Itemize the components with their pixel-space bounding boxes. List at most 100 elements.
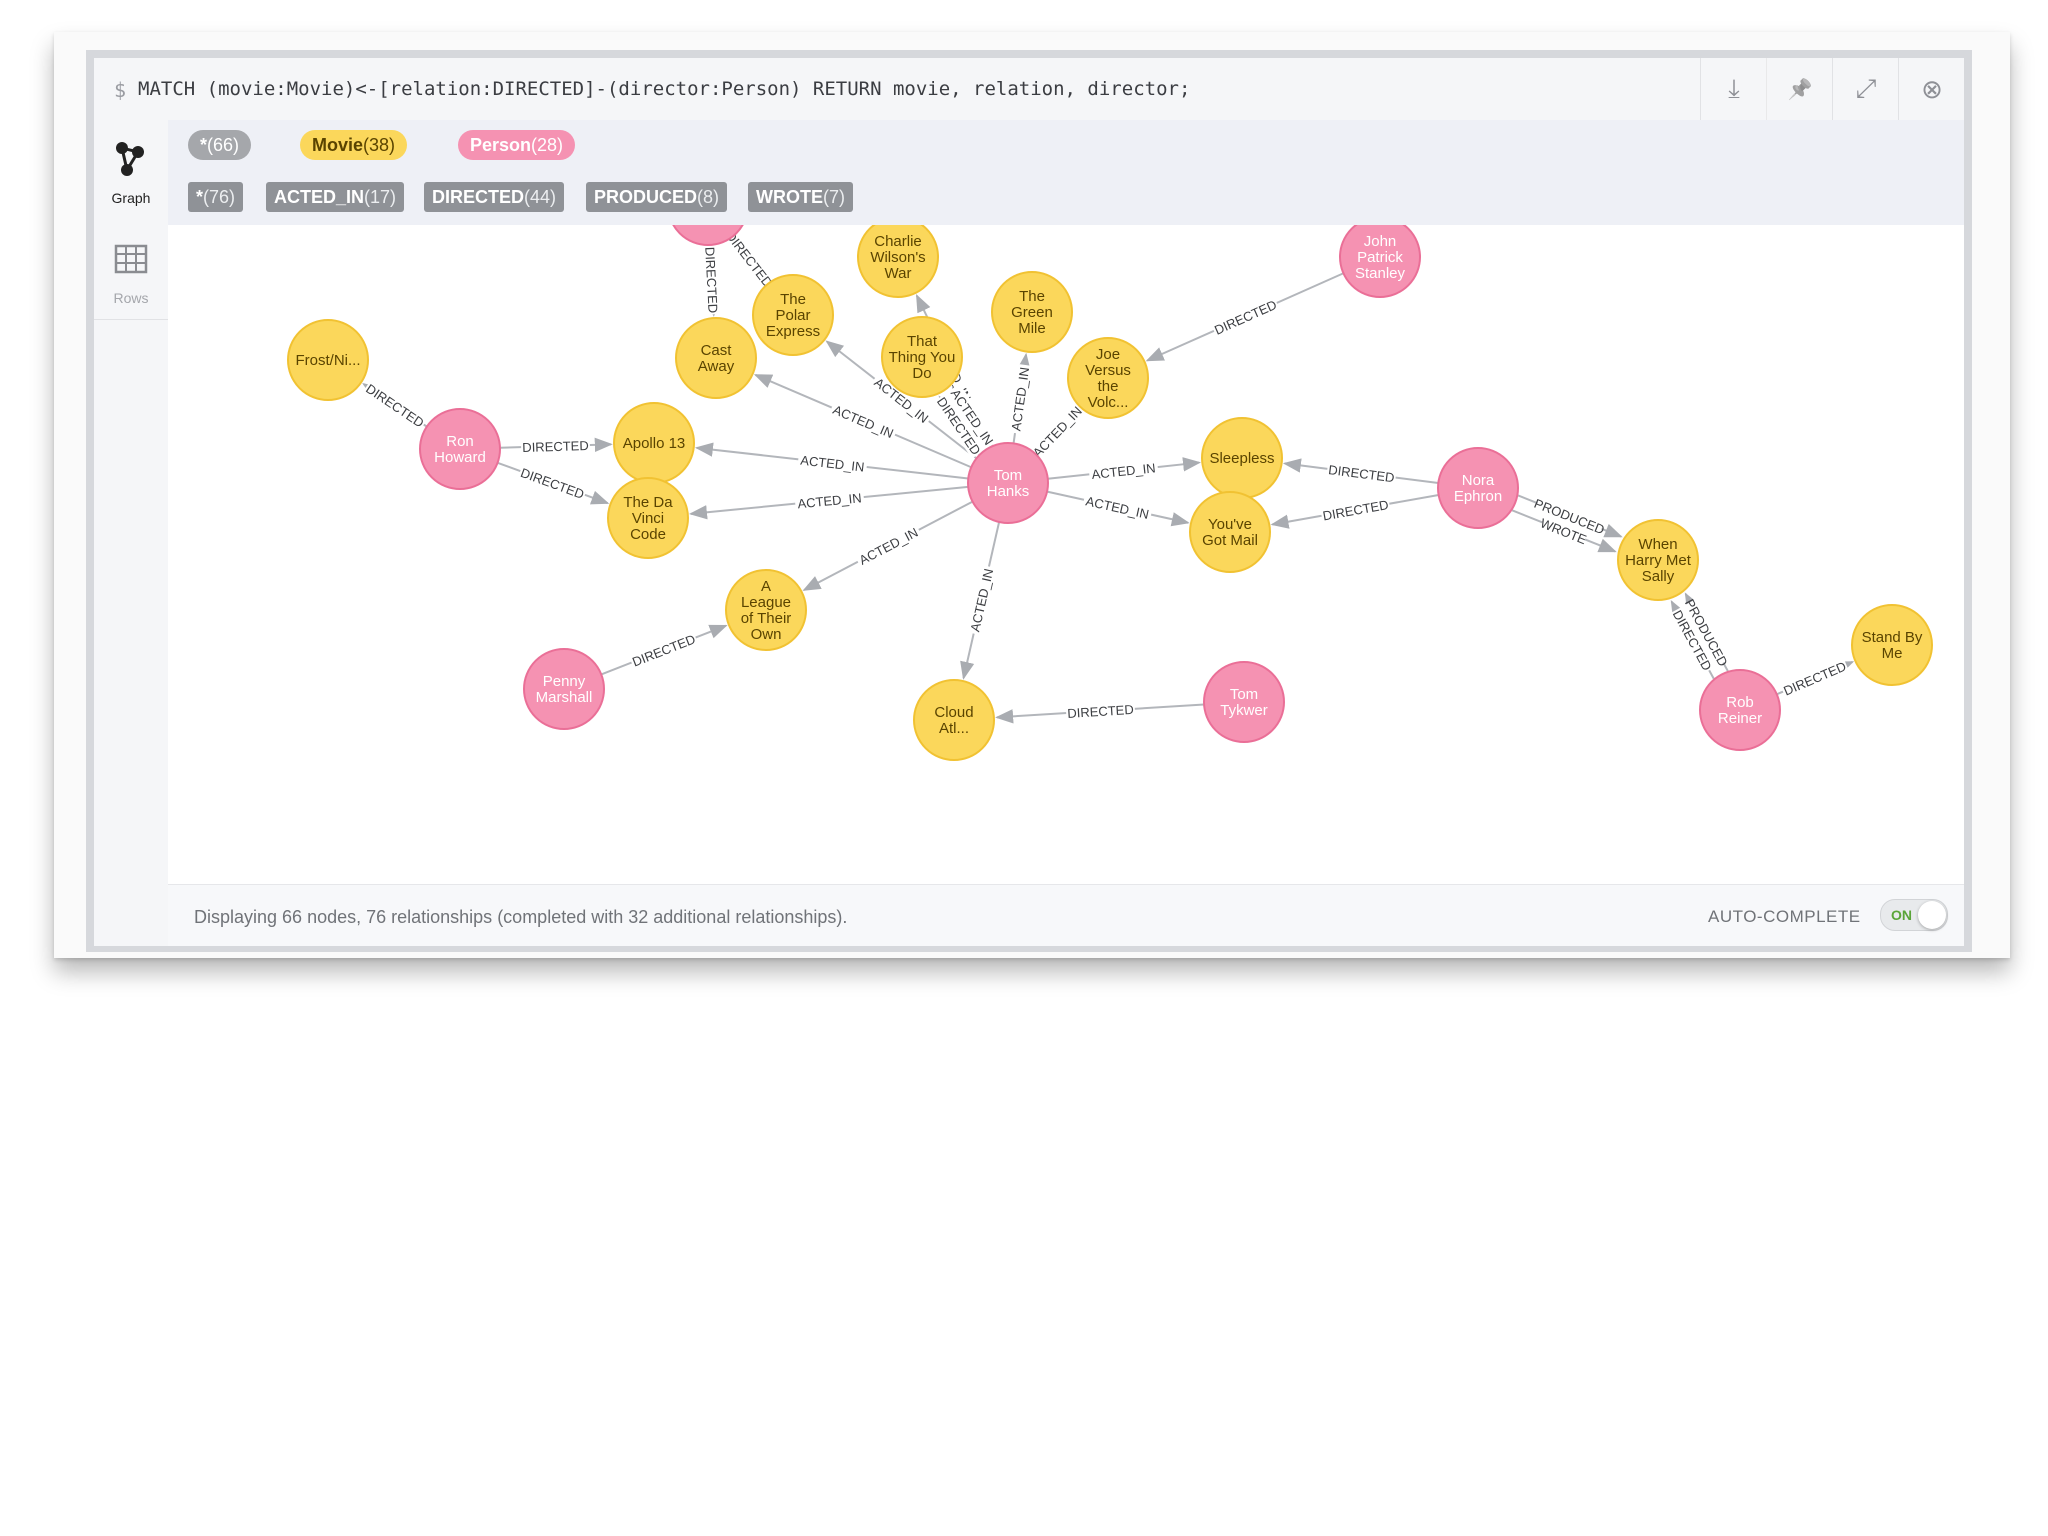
node-circle[interactable]: [1617, 519, 1699, 601]
node-caption: Volc...: [1088, 394, 1129, 411]
legend-rel-produced[interactable]: PRODUCED(8): [586, 182, 728, 212]
movie-node-apollo[interactable]: Apollo 13: [613, 402, 695, 484]
node-circle[interactable]: [675, 317, 757, 399]
node-circle[interactable]: [419, 408, 501, 490]
relationship-directed[interactable]: DIRECTED: [702, 244, 722, 317]
node-circle[interactable]: [881, 316, 963, 398]
node-caption: Marshall: [536, 689, 593, 706]
relationship-directed[interactable]: DIRECTED: [1145, 272, 1344, 362]
movie-node-frost[interactable]: Frost/Ni...: [287, 319, 369, 401]
node-caption: John: [1364, 233, 1397, 250]
relationship-directed[interactable]: DIRECTED: [499, 436, 613, 456]
node-circle[interactable]: [1851, 604, 1933, 686]
graph-svg[interactable]: DIRECTEDDIRECTEDDIRECTEDACTED_INACTED_IN…: [168, 225, 1964, 884]
expand-button[interactable]: ⤢: [1832, 58, 1899, 120]
movie-node-joe[interactable]: JoeVersustheVolc...: [1067, 337, 1149, 419]
relationship-acted-in[interactable]: ACTED_IN: [1007, 352, 1033, 444]
node-caption: When: [1638, 536, 1677, 553]
relationship-acted-in[interactable]: ACTED_IN: [1046, 490, 1190, 527]
node-circle[interactable]: [668, 225, 748, 246]
node-circle[interactable]: [1067, 337, 1149, 419]
relationship-directed[interactable]: DIRECTED: [497, 461, 610, 505]
legend-label-movie[interactable]: Movie(38): [300, 130, 408, 160]
legend-label-name: Person: [470, 135, 532, 155]
node-circle[interactable]: [725, 569, 807, 651]
node-circle[interactable]: [967, 442, 1049, 524]
node-circle[interactable]: [523, 648, 605, 730]
legend-rel-all[interactable]: *(76): [188, 182, 244, 212]
download-button[interactable]: ⤓: [1700, 58, 1767, 120]
relationship-directed[interactable]: DIRECTED: [362, 379, 429, 432]
node-circle[interactable]: [1437, 447, 1519, 529]
legend-rel-wrote[interactable]: WROTE(7): [748, 182, 853, 212]
node-caption: The: [1019, 288, 1045, 305]
relationship-directed[interactable]: DIRECTED: [600, 624, 728, 676]
node-caption: Atl...: [939, 720, 969, 737]
movie-node-sleepless[interactable]: Sleepless: [1201, 417, 1283, 499]
node-circle[interactable]: [752, 274, 834, 356]
sidebar-item-rows[interactable]: Rows: [94, 228, 168, 320]
node-caption: Stand By: [1862, 629, 1923, 646]
legend-rel-acted-in[interactable]: ACTED_IN(17): [266, 182, 405, 212]
query-bar[interactable]: $ MATCH (movie:Movie)<-[relation:DIRECTE…: [94, 58, 1964, 121]
node-caption: Frost/Ni...: [295, 352, 360, 369]
sidebar-item-graph[interactable]: Graph: [94, 128, 168, 220]
relationship-directed[interactable]: DIRECTED: [1776, 657, 1855, 699]
movie-node-cloud[interactable]: CloudAtl...: [913, 679, 995, 761]
person-node-toppink[interactable]: [668, 225, 748, 246]
node-circle[interactable]: [1203, 661, 1285, 743]
node-circle[interactable]: [991, 271, 1073, 353]
legend-rel-directed[interactable]: DIRECTED(44): [424, 182, 565, 212]
query-text[interactable]: MATCH (movie:Movie)<-[relation:DIRECTED]…: [138, 78, 1191, 100]
node-caption: Patrick: [1357, 249, 1403, 266]
autocomplete-toggle[interactable]: ON: [1880, 899, 1948, 931]
legend-label-all[interactable]: *(66): [188, 130, 252, 160]
relationship-acted-in[interactable]: ACTED_IN: [802, 500, 974, 591]
node-circle[interactable]: [1699, 669, 1781, 751]
legend-label-name: *: [200, 135, 208, 155]
relationship-acted-in[interactable]: ACTED_IN: [689, 485, 969, 520]
node-circle[interactable]: [287, 319, 369, 401]
toggle-knob[interactable]: [1918, 901, 1946, 929]
node-caption: A: [761, 578, 771, 595]
node-circle[interactable]: [913, 679, 995, 761]
node-circle[interactable]: [1189, 491, 1271, 573]
relationship-label: ACTED_IN: [1008, 366, 1032, 432]
legend-label-count: (66): [207, 135, 240, 155]
relationship-directed[interactable]: DIRECTED: [1282, 458, 1439, 486]
node-circle[interactable]: [857, 225, 939, 298]
relationship-acted-in[interactable]: ACTED_IN: [694, 442, 969, 480]
node-caption: The: [780, 291, 806, 308]
node-caption: Me: [1882, 645, 1903, 662]
relationship-label: ACTED_IN: [831, 402, 896, 441]
relationship-directed[interactable]: DIRECTED: [995, 700, 1205, 724]
relationship-label: ACTED_IN: [800, 453, 866, 475]
relationship-acted-in[interactable]: ACTED_IN: [1027, 401, 1087, 463]
relationship-acted-in[interactable]: ACTED_IN: [1047, 457, 1202, 483]
relationship-acted-in[interactable]: ACTED_IN: [960, 521, 1001, 680]
relationship-directed[interactable]: DIRECTED: [1270, 494, 1439, 529]
node-circle[interactable]: [607, 477, 689, 559]
pin-button[interactable]: 📌: [1766, 58, 1833, 120]
close-button[interactable]: ⊗: [1898, 58, 1964, 120]
node-circle[interactable]: [1339, 225, 1421, 298]
legend-label-person[interactable]: Person(28): [458, 130, 576, 160]
